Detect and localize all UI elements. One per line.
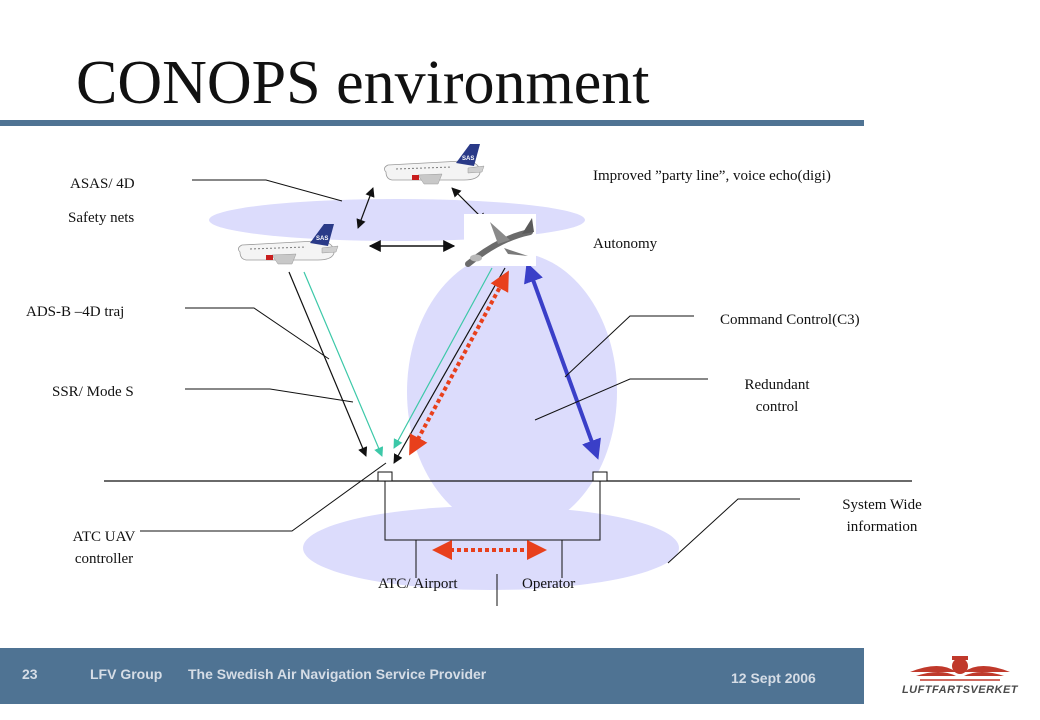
uav-icon xyxy=(464,214,536,267)
footer-date: 12 Sept 2006 xyxy=(731,670,816,686)
autonomy-label: Autonomy xyxy=(593,236,658,252)
airliner-icon: SAS xyxy=(384,144,485,185)
airliner-icon: SAS xyxy=(238,224,339,265)
crown-wings-icon xyxy=(910,656,1010,681)
footer-bar xyxy=(0,648,864,704)
slide-title: CONOPS environment xyxy=(76,49,650,117)
title-underline xyxy=(0,120,864,126)
command-control-label: Command Control(C3) xyxy=(720,312,860,328)
sas-logo: SAS xyxy=(316,236,328,242)
footer-org: LFV Group xyxy=(90,666,163,682)
safety-nets-label: Safety nets xyxy=(68,210,135,226)
atc-uav-datalink xyxy=(409,270,509,456)
redundant-leader xyxy=(534,378,708,421)
plane2-ssr-line xyxy=(303,271,384,457)
ground-station-atc xyxy=(377,471,393,482)
party-line-label: Improved ”party line”, voice echo(digi) xyxy=(593,168,831,184)
asas-leader xyxy=(192,179,343,202)
system-wide-leader xyxy=(667,498,800,564)
footer-tagline: The Swedish Air Navigation Service Provi… xyxy=(188,666,487,682)
atc-airport-label: ATC/ Airport xyxy=(378,576,458,592)
sas-logo: SAS xyxy=(462,156,474,162)
page-number: 23 xyxy=(22,666,38,682)
ground-ellipse xyxy=(303,506,679,590)
atc-uav-leader xyxy=(140,462,387,532)
plane1-plane2-link xyxy=(356,187,375,229)
atc-uav-controller-label: ATC UAV controller xyxy=(72,529,136,567)
adsb-leader xyxy=(185,307,330,360)
ssr-leader xyxy=(185,388,354,403)
redundant-control-label: Redundant control xyxy=(744,377,810,415)
command-control-link xyxy=(524,262,601,460)
lfv-logo xyxy=(910,656,1010,681)
asas-label: ASAS/ 4D xyxy=(70,176,135,192)
plane2-adsb-line xyxy=(288,271,368,457)
ssr-label: SSR/ Mode S xyxy=(52,384,134,400)
adsb-label: ADS-B –4D traj xyxy=(26,304,125,320)
uav-control-ellipse xyxy=(407,252,617,532)
ground-station-operator xyxy=(592,471,608,482)
logo-wordmark: LUFTFARTSVERKET xyxy=(901,684,1019,696)
command-leader xyxy=(564,315,694,378)
system-wide-label: System Wide information xyxy=(842,497,922,535)
operator-label: Operator xyxy=(522,576,576,592)
